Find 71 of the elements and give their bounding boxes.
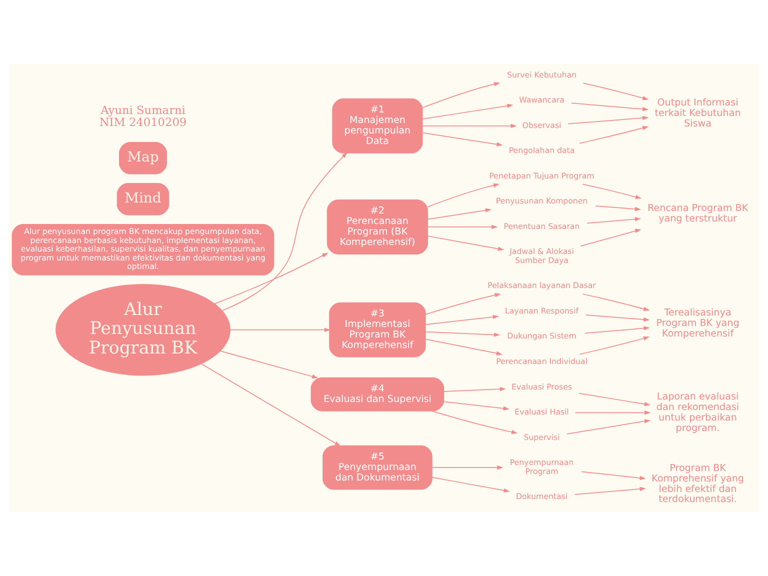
- node-box: #4 Evaluasi dan Supervisi: [310, 377, 444, 412]
- node-text: Laporan evaluasi dan rekomendasi untuk perbaikan program.: [656, 391, 740, 434]
- arrow: [443, 386, 506, 392]
- arrow: [200, 363, 341, 446]
- arrow: [443, 401, 510, 411]
- node-text: Penyempurnaan Program: [510, 458, 574, 476]
- node-text: Program BK Komprehensif yang lebih efektif dan terdokumentasi.: [652, 462, 744, 506]
- node-text: Penetapan Tujuan Program: [489, 171, 594, 180]
- label: Ayuni Sumarni NIM 24010209: [99, 103, 187, 130]
- node-text: Supervisi: [524, 432, 560, 442]
- arrow: [571, 102, 649, 112]
- node-text: Output Informasi terkait Kebutuhan Siswa: [654, 98, 741, 130]
- arrow: [595, 205, 642, 212]
- arrow: [230, 328, 331, 332]
- arrow: [566, 419, 651, 434]
- label: Mind: [124, 190, 162, 206]
- arrow: [427, 183, 500, 208]
- arrow: [222, 152, 348, 312]
- arrow: [578, 392, 651, 406]
- node-text: Dokumentasi: [516, 492, 568, 502]
- node-box: #3 Implementasi Program BK Komperehensif: [329, 302, 426, 358]
- node-box: #5 Penyempurnaan dan Dokumentasi: [322, 445, 432, 490]
- arrow: [582, 184, 642, 200]
- arrow: [582, 294, 650, 312]
- node-text: Dukungan Sistem: [507, 332, 576, 341]
- arrow: [568, 116, 649, 124]
- arrow: [574, 486, 646, 495]
- node-text: Terealisasinya Program BK yang Komperehensif: [656, 308, 740, 340]
- node-text: Perencanaan Individual: [496, 357, 588, 366]
- arrow: [214, 252, 328, 304]
- node-text: Observasi: [522, 120, 562, 130]
- node-box: Alur penyusunan program BK mencakup pengumpulan data, perencanaan berbasis kebutuhan, implementasi layanan, evaluasi keberhasilan, supervisi kualitas, dan penyempurnaan program untuk memastikan efektivitas dan dokumentasi yang optimal.: [12, 224, 274, 276]
- node-text: Wawancara: [519, 96, 564, 105]
- arrow: [422, 104, 514, 120]
- node-text: Penyusunan Komponen: [496, 196, 588, 206]
- arrow: [422, 82, 500, 108]
- arrow: [431, 410, 518, 434]
- arrow: [582, 82, 649, 100]
- node-text: Layanan Responsif: [505, 306, 579, 316]
- arrow: [422, 132, 503, 146]
- arrow: [586, 217, 642, 224]
- node-text: Survei Kebutuhan: [507, 70, 577, 80]
- arrow: [425, 331, 500, 337]
- arrow: [579, 126, 649, 144]
- arrow: [432, 465, 504, 470]
- node-text: Penentuan Sasaran: [504, 222, 580, 231]
- node-text: Jadwal & Alokasi Sumber Daya: [510, 247, 574, 265]
- node-box: #2 Perencanaan Program (BK Komperehensif): [326, 200, 428, 254]
- node-text: Pengolahan data: [508, 146, 575, 156]
- node-text: Pelaksanaan layanan Dasar: [488, 281, 596, 290]
- arrow: [584, 326, 650, 334]
- arrow: [427, 224, 498, 230]
- arrow: [574, 410, 651, 415]
- arrow: [427, 208, 492, 220]
- node-ellipse: Alur Penyusunan Program BK: [56, 284, 230, 376]
- arrow: [586, 314, 650, 322]
- node-box: #1 Manajemen pengumpulan Data: [332, 98, 423, 154]
- arrow: [581, 471, 646, 480]
- arrow: [427, 236, 504, 251]
- arrow: [425, 314, 499, 325]
- arrow: [580, 228, 642, 246]
- label: Map: [127, 149, 159, 166]
- node-text: Evaluasi Proses: [512, 382, 572, 392]
- arrow: [220, 350, 318, 379]
- arrow: [425, 293, 501, 315]
- arrow: [425, 338, 503, 356]
- node-text: Evaluasi Hasil: [514, 408, 569, 417]
- node-text: Rencana Program BK yang terstruktur: [647, 203, 748, 225]
- arrow: [580, 336, 650, 355]
- arrow: [422, 124, 517, 128]
- arrow: [432, 476, 510, 493]
